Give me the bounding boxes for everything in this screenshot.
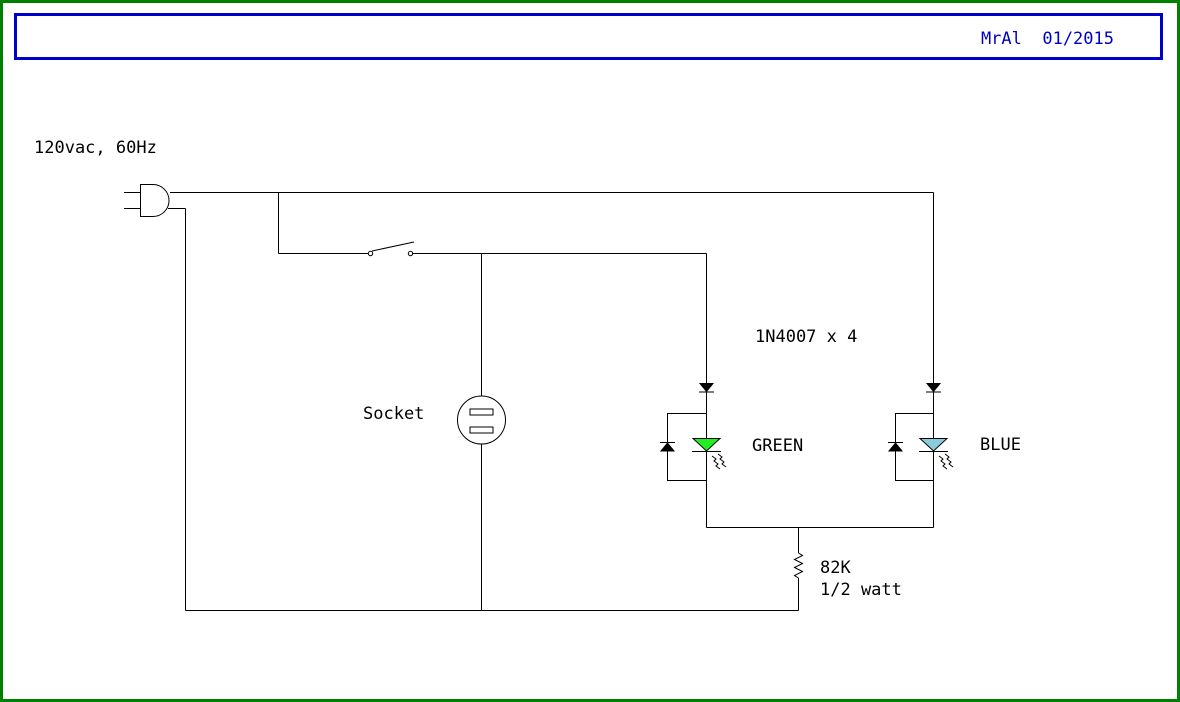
- diode-icon: [698, 383, 715, 393]
- title-block: MrAl 01/2015: [14, 13, 1163, 60]
- plug-icon: [124, 184, 170, 217]
- resistor-value-label: 82K: [820, 558, 851, 578]
- led-blue-label: BLUE: [980, 435, 1021, 455]
- author-date-label: MrAl 01/2015: [980, 29, 1114, 49]
- led-green-label: GREEN: [752, 436, 804, 456]
- diode-icon: [887, 442, 904, 452]
- resistor-icon: [793, 552, 804, 579]
- spst-switch-icon: [367, 241, 415, 257]
- wire-blue-loop: [895, 413, 934, 481]
- diode-icon: [925, 383, 942, 393]
- wires: [168, 192, 934, 611]
- socket-label: Socket: [363, 404, 425, 424]
- resistor-power-label: 1/2 watt: [820, 580, 902, 600]
- supply-label: 120vac, 60Hz: [34, 138, 157, 158]
- socket-icon: [457, 395, 506, 445]
- wire-green-loop: [667, 413, 707, 481]
- diode-label: 1N4007 x 4: [755, 327, 858, 347]
- led-icon: [691, 438, 727, 470]
- diode-icon: [659, 442, 676, 452]
- led-icon: [918, 438, 954, 470]
